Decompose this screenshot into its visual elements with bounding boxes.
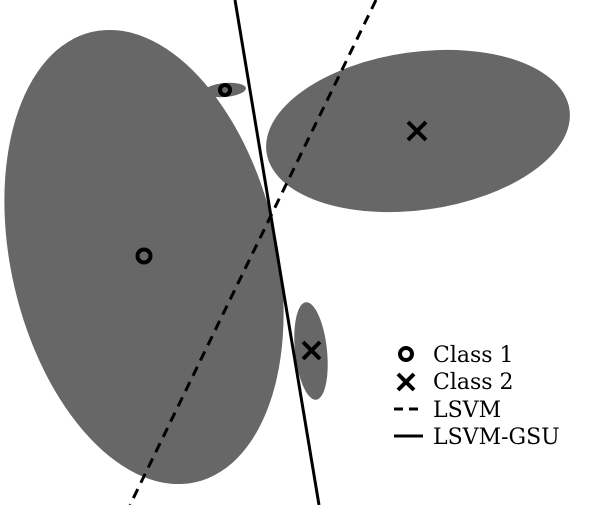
- open-circle-icon: [398, 346, 414, 362]
- legend: Class 1 Class 2 LSVM LSVM-GSU: [394, 343, 560, 450]
- decision-boundaries: [128, 0, 378, 505]
- legend-item-class1: Class 1: [398, 343, 514, 368]
- lsvm-boundary-line: [128, 0, 378, 505]
- class1-small-ellipse: [204, 82, 246, 98]
- class1-large-ellipse: [4, 29, 284, 485]
- class1-points: [135, 83, 232, 265]
- class2-point-marker: [301, 340, 322, 361]
- class1-point-marker: [218, 83, 232, 97]
- legend-label-lsvm-gsu: LSVM-GSU: [433, 425, 560, 450]
- legend-item-lsvm-gsu: LSVM-GSU: [394, 425, 560, 450]
- class2-point-marker: [406, 120, 428, 142]
- legend-item-lsvm: LSVM: [394, 398, 501, 423]
- legend-item-class2: Class 2: [396, 370, 514, 395]
- cross-icon: [396, 372, 416, 392]
- legend-label-class1: Class 1: [433, 343, 514, 368]
- legend-label-lsvm: LSVM: [433, 398, 501, 423]
- class1-point-marker: [135, 247, 153, 265]
- legend-label-class2: Class 2: [433, 370, 514, 395]
- lsvm-gsu-boundary-line: [233, 0, 321, 505]
- class2-points: [301, 120, 428, 361]
